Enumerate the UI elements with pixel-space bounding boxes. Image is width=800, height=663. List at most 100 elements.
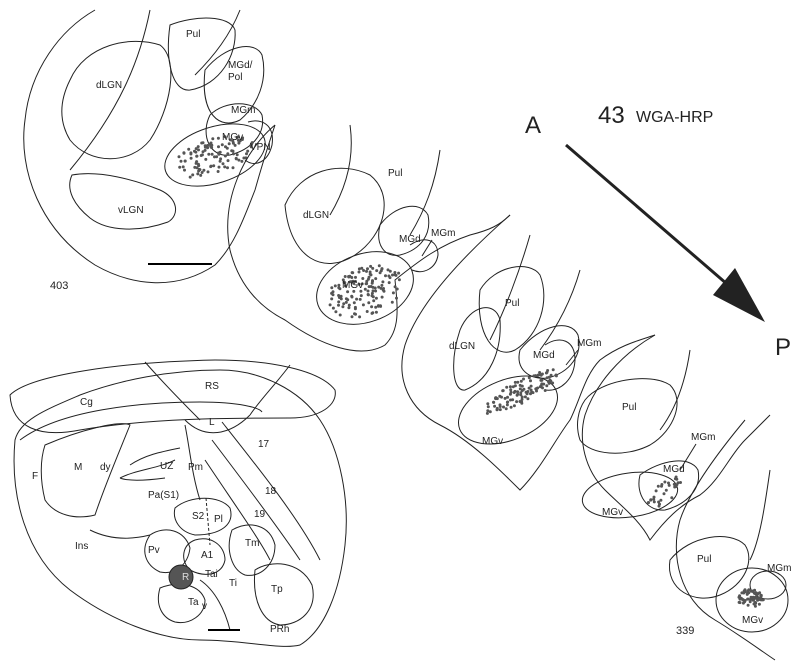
section-4-outline [581,334,771,541]
labelled-cell-dot [746,597,750,601]
labelled-cell-dot [679,481,682,484]
mgv-2-outline [316,251,414,325]
labelled-cell-dot [249,145,253,149]
labelled-cell-dot [512,404,516,408]
labelled-cell-dot [749,589,753,593]
labelled-cell-dot [200,171,204,174]
area-cg-label: Cg [80,397,93,408]
labelled-cell-dot [245,152,248,156]
labelled-cell-dot [518,387,522,391]
labelled-cell-dot [188,175,192,179]
orientation-arrowhead [713,268,765,322]
labelled-cell-dot [227,142,231,146]
labelled-cell-dot [667,481,670,485]
labelled-cell-dot [241,136,245,140]
labelled-cell-dot [549,373,553,377]
labelled-cell-dot [672,482,676,486]
area-tm-label: Tm [245,538,259,549]
dlgn-3-label: dLGN [449,341,475,352]
figure-header: 43 WGA-HRP A P [525,102,791,361]
labelled-cell-dot [747,588,751,592]
labelled-cell-dot [330,297,334,301]
labelled-cell-dot [520,397,524,401]
labelled-cell-dot [529,384,533,388]
labelled-cell-dot [509,388,513,392]
labelled-cell-dot [370,305,374,309]
labelled-cell-dot [747,591,751,595]
labelled-cell-dot [344,297,348,301]
labelled-cell-dot [518,383,522,387]
labelled-cell-dot [365,269,368,273]
labelled-cell-dot [359,294,363,298]
labelled-cell-dot [226,152,230,156]
labelled-cell-dot [374,277,378,281]
labelled-cell-dot [506,395,510,399]
s2-outline [173,497,232,536]
labelled-cell-dot [662,492,666,496]
labelled-cell-dot [217,165,221,169]
labelled-cell-dot [231,139,235,143]
labelled-cell-dot [215,155,219,159]
area-17-label: 17 [258,439,270,450]
labelled-cell-dot [352,301,356,305]
mgm-4-label: MGm [691,432,715,443]
pul-403-outline [167,17,236,91]
tp-outline [253,563,314,626]
labelled-cell-dot [508,392,512,396]
mgv-339-label: MGv [742,615,763,626]
labelled-cell-dot [509,398,512,402]
labelled-cell-dot [367,301,371,305]
labelled-cell-dot [362,269,366,272]
labelled-cell-dot [350,295,354,299]
area-tai-label: Tai [205,569,218,580]
labelled-cell-dot [228,138,232,142]
labelled-cell-dot [360,282,364,286]
labelled-cell-dot [182,151,186,155]
mgm-403-outline [205,103,264,156]
area-l-label: L [209,417,215,428]
labelled-cell-dot [516,390,520,394]
cortex-outline [13,369,347,647]
mgm-4-leader [679,443,697,471]
labelled-cell-dot [659,498,663,502]
labelled-cell-dot [377,285,381,289]
labelled-cell-dot [231,149,235,153]
mgd-2-outline [378,205,430,256]
labelled-cell-dot [341,305,345,309]
labelled-cell-dot [746,603,750,607]
labelled-cell-dot [339,294,343,298]
labelled-cell-dot [652,495,656,499]
labelled-cell-dot [380,283,384,287]
labelled-cell-dot [365,282,369,286]
area-m-label: M [74,462,82,473]
dlgn-2-label: dLGN [303,210,329,221]
labelled-cell-dot [374,296,378,300]
labelled-cell-dot [194,150,198,154]
labelled-cell-dot [529,379,532,383]
label-dots-3 [485,368,558,415]
labelled-cell-dot [386,268,390,272]
labelled-cell-dot [331,306,335,310]
area-pa-s1-label: Pa(S1) [148,490,179,501]
labelled-cell-dot [397,271,401,275]
labelled-cell-dot [549,379,553,383]
labelled-cell-dot [754,592,758,596]
labelled-cell-dot [737,600,741,604]
level-339-label: 339 [676,625,694,637]
labelled-cell-dot [217,145,220,149]
labelled-cell-dot [225,146,229,150]
labelled-cell-dot [494,396,498,400]
section-403: Pul dLGN MGd/ Pol MGm MGv VPN vLGN 403 [23,9,276,292]
area-s2-label: S2 [192,511,205,522]
area-pl-label: Pl [214,514,223,525]
label-dots-339 [737,588,765,608]
mgv-4-outline [581,471,679,519]
vpn-403-outline [244,120,273,164]
labelled-cell-dot [381,280,385,284]
labelled-cell-dot [183,159,187,163]
mgd-403-label: MGd/ [228,60,253,71]
section-339: Pul MGm MGv 339 [669,419,791,661]
labelled-cell-dot [737,595,741,599]
uz-outline [119,447,181,481]
labelled-cell-dot [206,170,210,174]
